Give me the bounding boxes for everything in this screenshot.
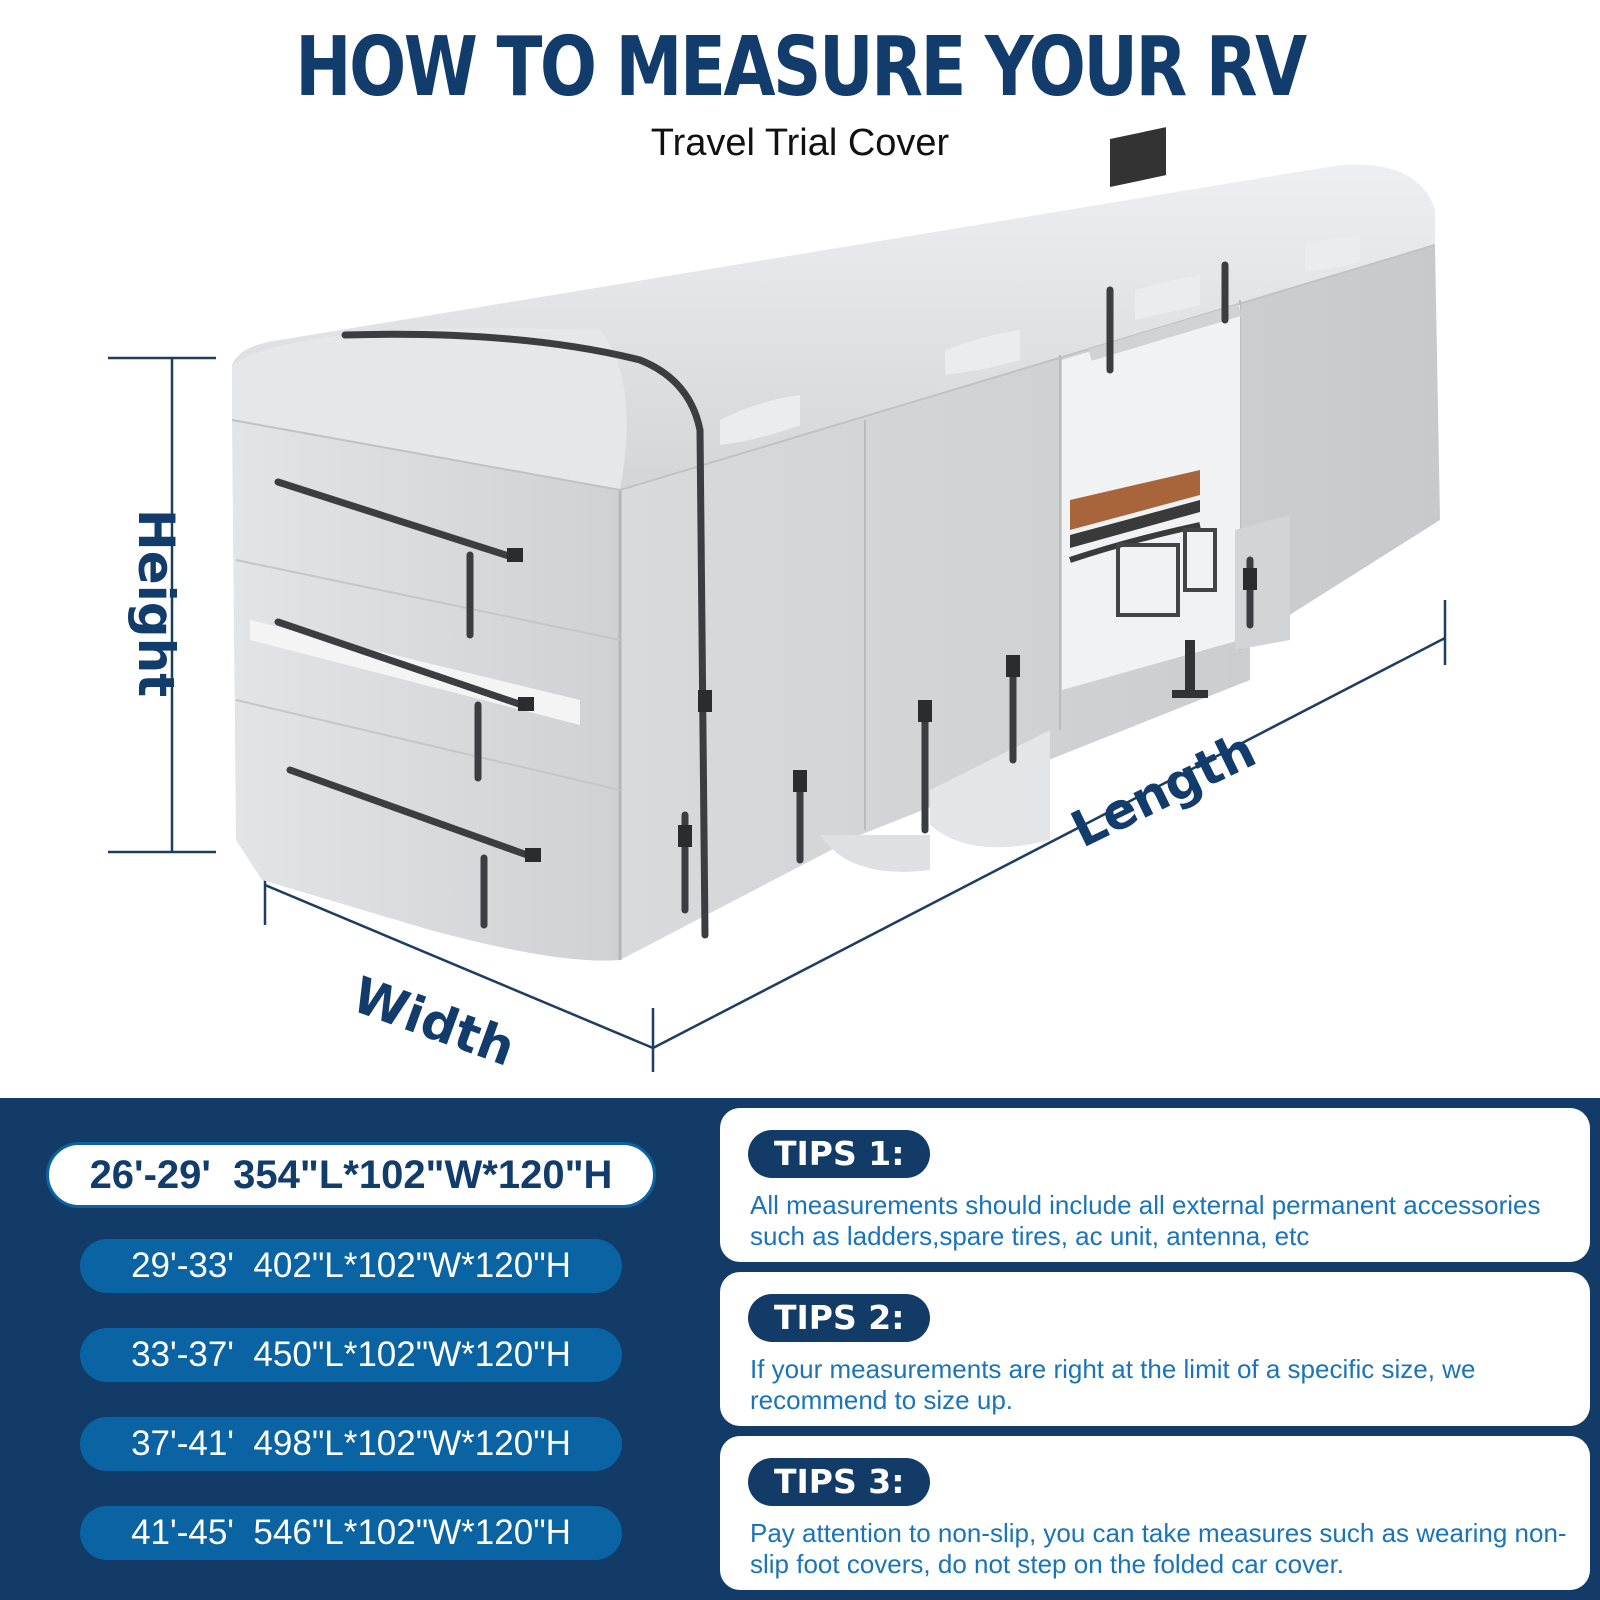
- tip-badge-1: TIPS 1:: [748, 1130, 931, 1178]
- size-option-41-45[interactable]: 41'-45' 546"L*102"W*120"H: [80, 1506, 622, 1560]
- tip-card-2: TIPS 2: If your measurements are right a…: [720, 1272, 1590, 1426]
- tip-badge-3: TIPS 3:: [748, 1458, 931, 1506]
- rv-cover-illustration: [108, 127, 1447, 1072]
- tip-text-3: Pay attention to non-slip, you can take …: [750, 1518, 1567, 1579]
- length-dimension-line: [652, 600, 1447, 1050]
- size-options-list: 26'-29' 354"L*102"W*120"H 29'-33' 402"L*…: [0, 1098, 700, 1600]
- tip-text-2: If your measurements are right at the li…: [750, 1354, 1476, 1415]
- strap-buckles: [507, 548, 1257, 862]
- page-subtitle: Travel Trial Cover: [650, 122, 950, 164]
- size-option-37-41[interactable]: 37'-41' 498"L*102"W*120"H: [80, 1417, 622, 1471]
- illustration-section: HOW TO MEASURE YOUR RV Travel Trial Cove…: [108, 20, 1447, 1078]
- tip-card-3: TIPS 3: Pay attention to non-slip, you c…: [720, 1436, 1590, 1590]
- height-label: Height: [127, 508, 186, 698]
- tip-card-1: TIPS 1: All measurements should include …: [720, 1108, 1590, 1262]
- rv-body: [231, 127, 1440, 961]
- height-dimension-line: [108, 356, 216, 854]
- tip-text-1: All measurements should include all exte…: [750, 1190, 1541, 1251]
- page-title: HOW TO MEASURE YOUR RV: [295, 20, 1307, 115]
- cover-straps: [274, 261, 1254, 939]
- size-option-33-37[interactable]: 33'-37' 450"L*102"W*120"H: [80, 1328, 622, 1382]
- sizing-panel: 26'-29' 354"L*102"W*120"H 29'-33' 402"L*…: [0, 1098, 1600, 1600]
- size-option-26-29[interactable]: 26'-29' 354"L*102"W*120"H: [46, 1142, 656, 1208]
- size-option-29-33[interactable]: 29'-33' 402"L*102"W*120"H: [80, 1239, 622, 1293]
- tip-badge-2: TIPS 2:: [748, 1294, 931, 1342]
